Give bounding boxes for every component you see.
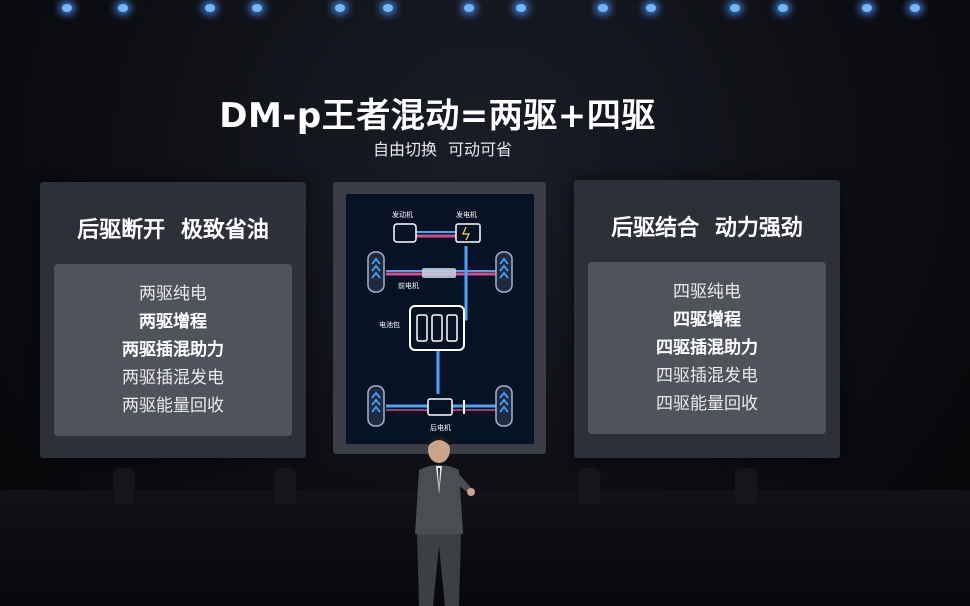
battery-cell — [431, 314, 443, 342]
mode-item: 两驱能量回收 — [122, 396, 224, 416]
mode-list: 四驱纯电 四驱增程 四驱插混助力 四驱插混发电 四驱能量回收 — [588, 278, 826, 418]
front-motor-label: 前电机 — [398, 281, 419, 290]
slide-subtitle: 自由切换 可动可省 — [372, 140, 513, 159]
stage-light — [335, 4, 345, 12]
mode-item: 四驱增程 — [673, 310, 741, 330]
four-wheel-drive-panel: 后驱结合 动力强劲 四驱纯电 四驱增程 四驱插混助力 四驱插混发电 四驱能量回收 — [574, 180, 840, 458]
stage-monitor — [274, 468, 296, 504]
stage-light — [464, 4, 474, 12]
engine-label: 发动机 — [392, 210, 413, 219]
stage-light — [598, 4, 608, 12]
rear-right-wheel-icon — [495, 385, 513, 427]
lightning-icon — [462, 226, 470, 241]
mode-list: 两驱纯电 两驱增程 两驱插混助力 两驱插混发电 两驱能量回收 — [54, 280, 292, 420]
slide-title: DM-p王者混动=两驱+四驱 — [219, 96, 656, 136]
mode-item: 四驱能量回收 — [656, 394, 758, 414]
mode-item: 四驱插混助力 — [656, 338, 758, 358]
stage-light — [730, 4, 740, 12]
mode-item: 两驱插混发电 — [122, 368, 224, 388]
front-right-wheel-icon — [495, 251, 513, 293]
stage-floor — [0, 490, 970, 606]
mode-item: 四驱纯电 — [673, 282, 741, 302]
mode-item: 两驱纯电 — [139, 284, 207, 304]
powertrain-diagram-svg: 发动机 发电机 前电机 电池包 后电机 — [367, 210, 513, 432]
stage-monitor — [578, 468, 600, 504]
stage-light — [383, 4, 393, 12]
stage-light — [778, 4, 788, 12]
panel-heading: 后驱断开 极致省油 — [77, 218, 269, 243]
rear-left-wheel-icon — [367, 385, 385, 427]
stage-light — [516, 4, 526, 12]
two-wheel-drive-panel: 后驱断开 极致省油 两驱纯电 两驱增程 两驱插混助力 两驱插混发电 两驱能量回收 — [40, 182, 306, 458]
rear-motor-icon — [427, 398, 453, 416]
stage-monitor — [113, 468, 135, 504]
generator-icon — [455, 223, 481, 243]
panel-heading: 后驱结合 动力强劲 — [611, 216, 803, 241]
engine-icon — [393, 223, 417, 243]
front-left-wheel-icon — [367, 251, 385, 293]
generator-label: 发电机 — [456, 210, 477, 219]
stage-light — [118, 4, 128, 12]
stage-light — [910, 4, 920, 12]
stage-monitor — [735, 468, 757, 504]
rear-motor-label: 后电机 — [430, 423, 451, 432]
stage-light — [205, 4, 215, 12]
battery-icon — [409, 305, 465, 351]
front-motor-icon — [422, 268, 456, 278]
mode-list-box: 两驱纯电 两驱增程 两驱插混助力 两驱插混发电 两驱能量回收 — [54, 264, 292, 436]
stage-light — [862, 4, 872, 12]
stage-light — [62, 4, 72, 12]
mode-item: 四驱插混发电 — [656, 366, 758, 386]
stage-light — [252, 4, 262, 12]
mode-item: 两驱插混助力 — [122, 340, 224, 360]
stage-light — [646, 4, 656, 12]
presenter-figure — [415, 436, 475, 606]
powertrain-diagram: 发动机 发电机 前电机 电池包 后电机 — [346, 194, 534, 444]
mode-list-box: 四驱纯电 四驱增程 四驱插混助力 四驱插混发电 四驱能量回收 — [588, 262, 826, 434]
battery-label: 电池包 — [379, 320, 400, 329]
battery-cell — [446, 314, 458, 342]
battery-cell — [416, 314, 428, 342]
stage-light-rig — [0, 0, 970, 30]
mode-item: 两驱增程 — [139, 312, 207, 332]
